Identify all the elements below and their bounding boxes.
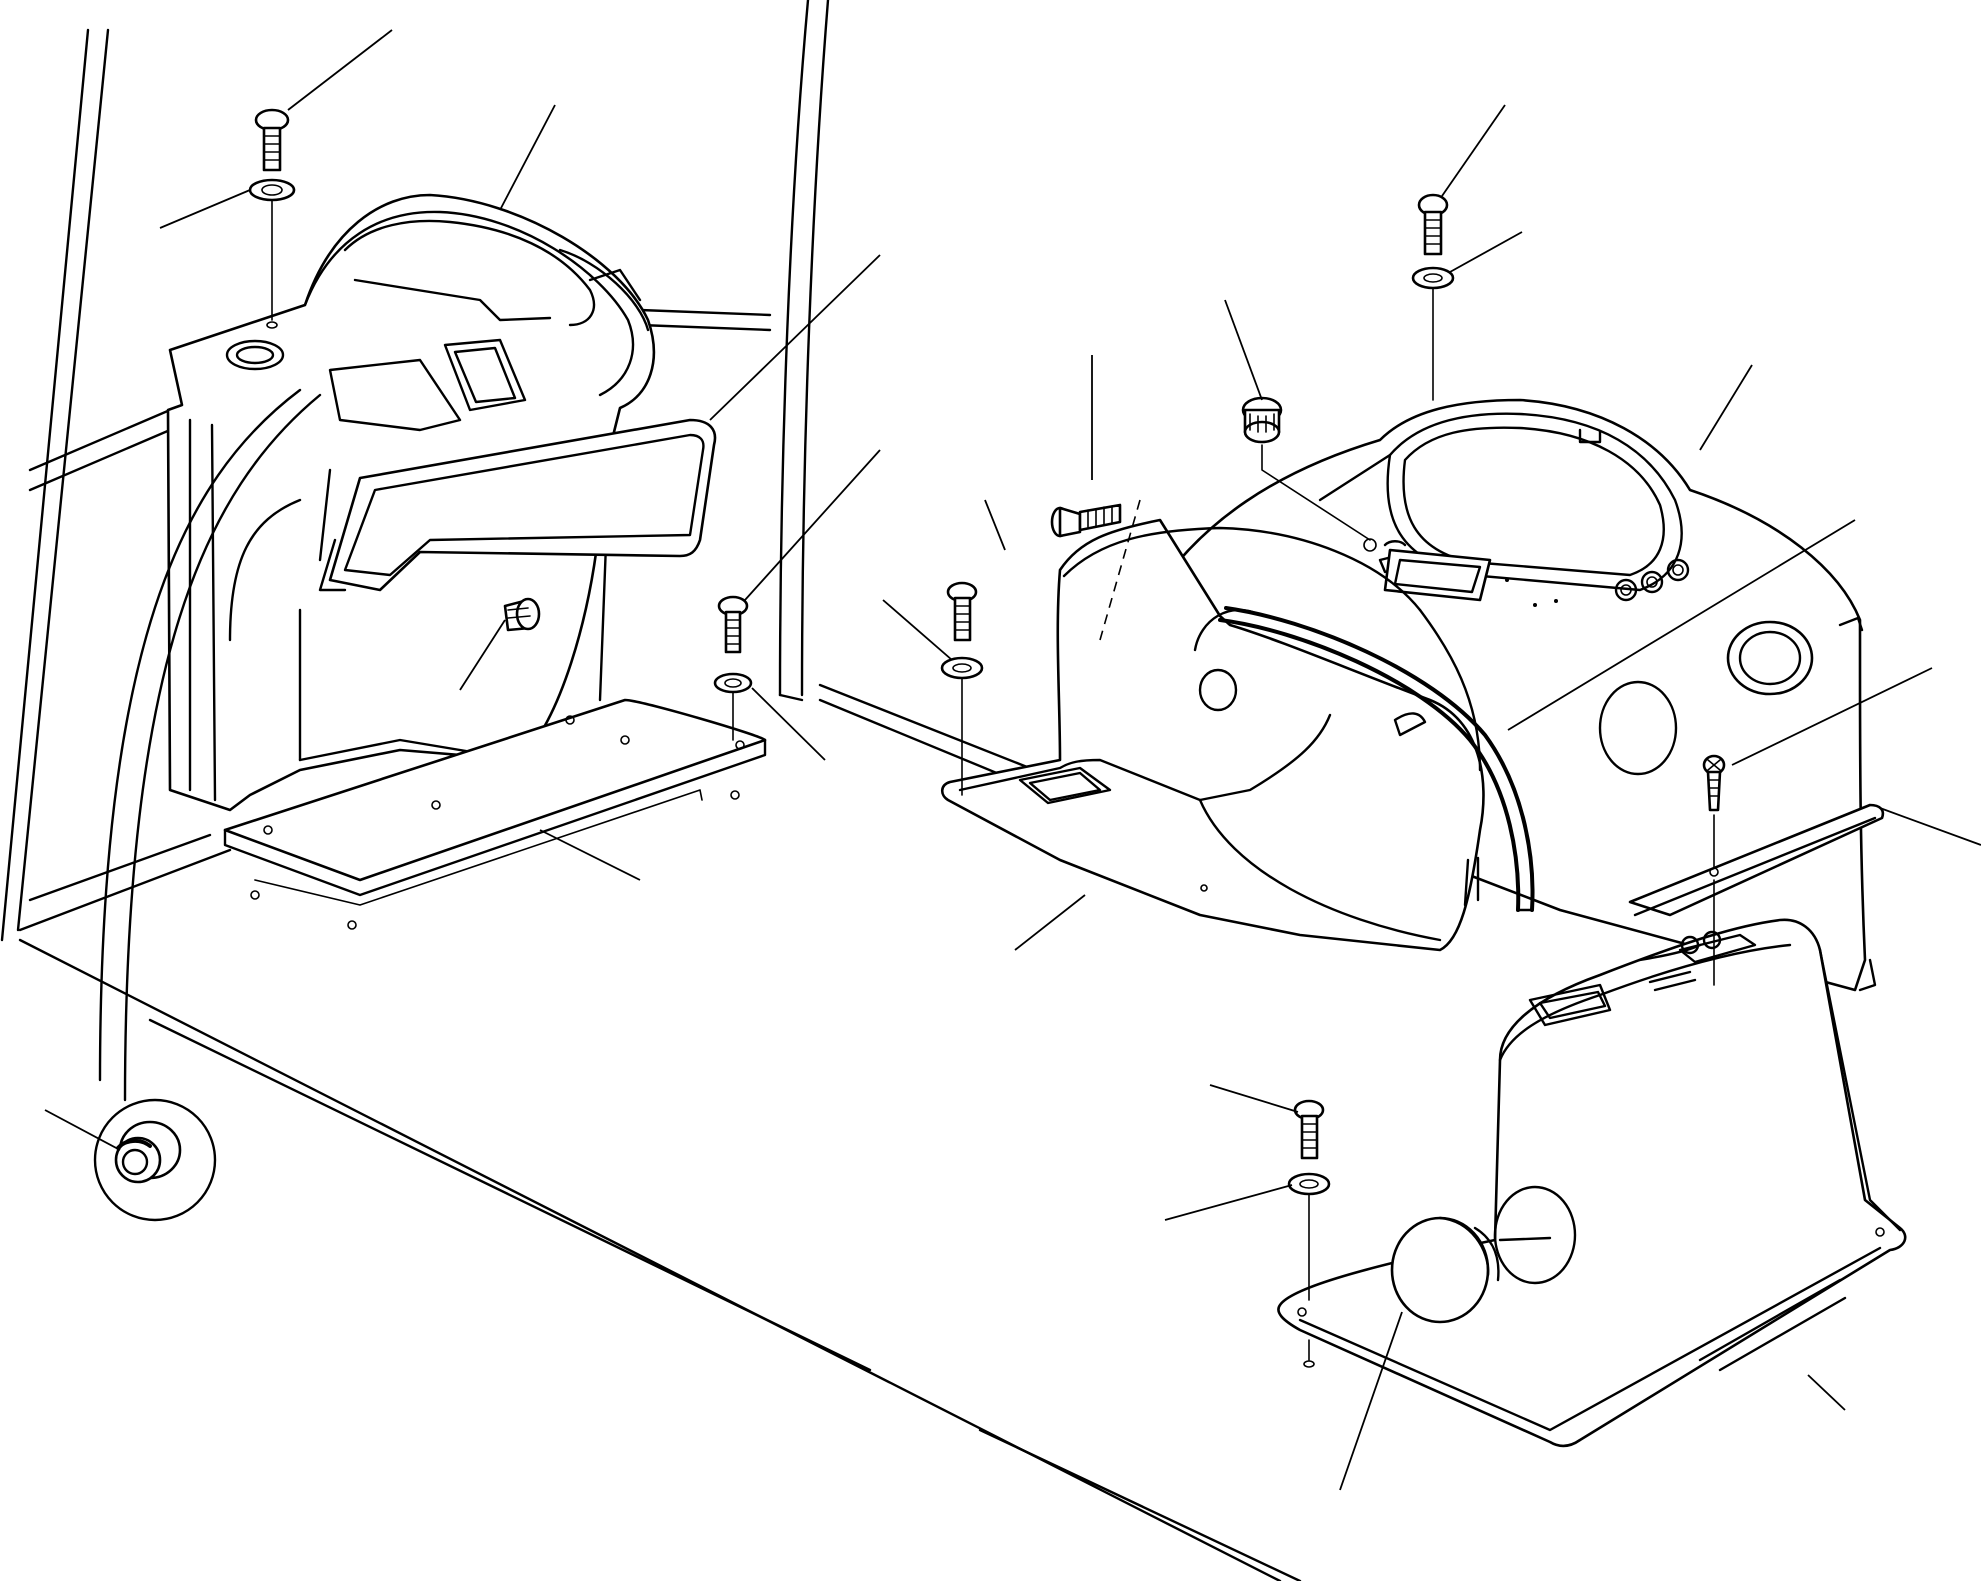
pedestal-cap [1390, 1216, 1500, 1324]
pedestal-screw [1287, 1099, 1331, 1368]
right-knob [1241, 396, 1377, 552]
trim-screw [1702, 754, 1726, 986]
cable-pipe [98, 388, 322, 1102]
left-floor-plate [223, 698, 767, 930]
right-top-screw [1411, 193, 1455, 401]
countersunk-screw [1050, 499, 1141, 641]
cab-frame [0, 0, 1877, 1581]
left-trim-bezel [318, 418, 717, 592]
right-front-shroud [940, 518, 1485, 952]
leader-lines [44, 29, 1981, 1491]
seal-strip [1218, 606, 1535, 912]
grommet-detail [93, 1098, 217, 1222]
right-pedestal-cover [1277, 918, 1907, 1448]
left-top-screw [248, 108, 296, 329]
left-knob [503, 597, 541, 632]
shroud-screw [940, 581, 984, 796]
left-plate-screw [713, 595, 753, 741]
